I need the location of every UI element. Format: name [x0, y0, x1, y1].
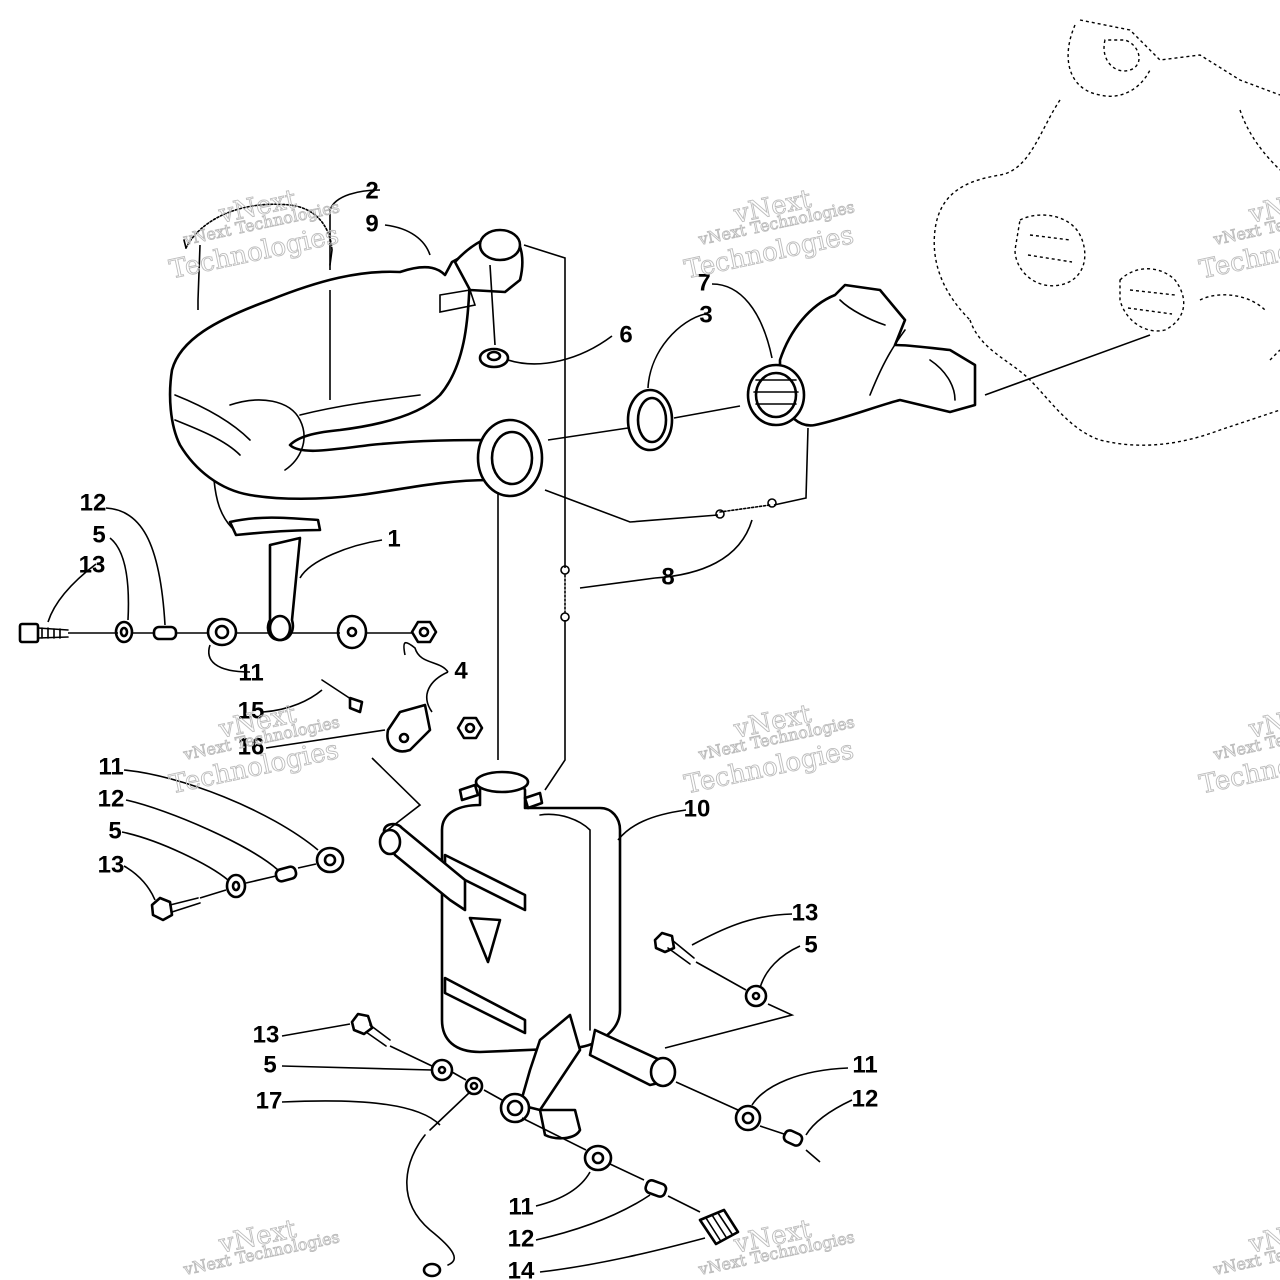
callout-11-right: 11: [852, 1051, 877, 1078]
exhaust-springs: [560, 498, 777, 622]
callout-12-right: 12: [852, 1085, 879, 1112]
callout-5-left: 5: [108, 817, 121, 844]
callout-9: 9: [365, 210, 378, 237]
callout-7: 7: [697, 269, 710, 296]
callout-12-left: 12: [98, 785, 125, 812]
callout-leaders: [47, 189, 853, 1273]
callout-numbers: 1 2 3 4 5 5 5 5 6 7 8 9 10 11 11 11 11 1…: [79, 177, 879, 1280]
muffler: [378, 770, 677, 1140]
callout-12-upper: 12: [80, 489, 107, 516]
callout-12-lower: 12: [508, 1225, 535, 1252]
callout-2: 2: [365, 177, 378, 204]
callout-5-upper: 5: [92, 521, 105, 548]
exhaust-manifold: [746, 283, 977, 427]
callout-4: 4: [454, 657, 468, 684]
callout-16: 16: [238, 733, 265, 760]
callout-11-lower: 11: [508, 1193, 533, 1220]
callout-13-upper: 13: [79, 551, 106, 578]
callout-14: 14: [508, 1257, 535, 1280]
callout-11-left: 11: [98, 753, 123, 780]
callout-5-right: 5: [804, 931, 817, 958]
callout-1: 1: [387, 525, 400, 552]
exhaust-seal-ring: [626, 388, 674, 452]
callout-8: 8: [661, 563, 674, 590]
callout-11-upper: 11: [238, 659, 263, 686]
callout-17: 17: [256, 1087, 283, 1114]
hardware-lower: [150, 846, 804, 1278]
callout-10: 10: [684, 795, 711, 822]
hardware-upper: [18, 614, 484, 753]
callout-5-lower: 5: [263, 1051, 276, 1078]
callout-13-right: 13: [792, 899, 819, 926]
callout-13-lower: 13: [253, 1021, 280, 1048]
callout-3: 3: [699, 301, 712, 328]
watermark-text: vNext: [1245, 1214, 1280, 1260]
engine-outline: [933, 19, 1280, 446]
callout-6: 6: [619, 321, 632, 348]
assembly-lines: [68, 244, 1151, 1213]
callout-13-left: 13: [98, 851, 125, 878]
chamber-mount-bracket: [228, 516, 322, 642]
callout-15: 15: [238, 697, 265, 724]
grommet: [478, 347, 510, 369]
expansion-chamber: [168, 228, 544, 501]
watermark-text: vNext: [1245, 184, 1280, 230]
watermark-text: vNext: [1245, 699, 1280, 745]
